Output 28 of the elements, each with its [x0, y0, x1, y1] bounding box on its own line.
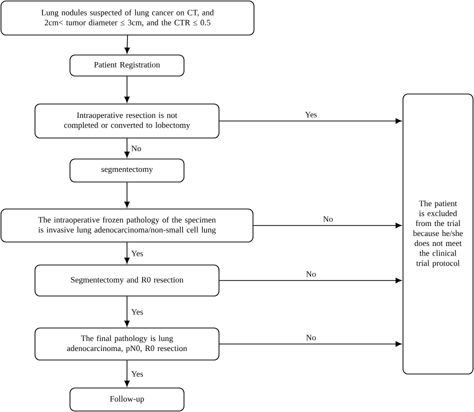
arrow	[219, 278, 402, 284]
arrow	[124, 296, 130, 327]
arrow	[124, 76, 130, 103]
arrow	[219, 118, 402, 124]
arrow	[124, 242, 130, 264]
process-box: The intraoperative frozen pathology of the specimen is invasive lung adenocarcinoma/non-small cell lung	[0, 208, 254, 242]
arrow	[124, 35, 130, 54]
edge-label: No	[322, 215, 334, 223]
process-box: Follow-up	[70, 388, 184, 412]
process-box: segmentectomy	[70, 158, 184, 182]
process-box: The final pathology is lung adenocarcinoma, pN0, R0 resection	[34, 328, 220, 360]
edge-label: Yes	[130, 250, 144, 258]
exclusion-box: The patient is excluded from the trial because he/she does not meet the clinical trial protocol	[402, 94, 474, 374]
process-box: Patient Registration	[70, 54, 184, 76]
process-box: Segmentectomy and R0 resection	[34, 264, 220, 296]
edge-label: Yes	[304, 110, 318, 118]
process-box: Intraoperative resection is not completed or converted to lobectomy	[34, 104, 220, 138]
arrow	[124, 138, 130, 158]
edge-label: No	[304, 270, 318, 278]
arrow	[124, 360, 130, 387]
process-box: Lung nodules suspected of lung cancer on CT, and 2cm< tumor diameter ≤ 3cm, and the CTR ≤ 0.5	[0, 0, 254, 36]
edge-label: No	[130, 144, 142, 152]
arrow	[219, 341, 402, 347]
edge-label: Yes	[130, 308, 144, 316]
edge-label: Yes	[130, 370, 144, 378]
arrow	[253, 222, 402, 228]
edge-label: No	[304, 334, 318, 342]
arrow	[124, 182, 130, 208]
